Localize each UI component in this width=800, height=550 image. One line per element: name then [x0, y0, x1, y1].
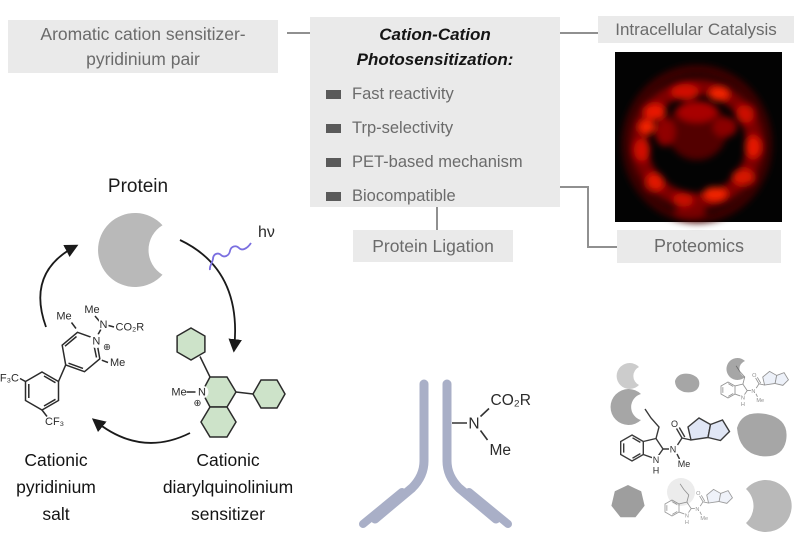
protein-blob-faint [667, 478, 695, 506]
antibody-co2r-label: CO₂R [491, 392, 531, 409]
co2r-label: CO₂R [116, 322, 145, 334]
light-chain-right [465, 488, 512, 528]
caption-line: Cationic [24, 450, 88, 470]
protein-label: Protein [107, 176, 169, 197]
cf3-label: CF₃ [45, 416, 64, 428]
bullet-label: Biocompatible [352, 186, 456, 205]
red-fluorescence-signal [622, 65, 772, 223]
protein-blob-bean-large [737, 413, 787, 457]
caption-line: Cationic [196, 450, 260, 470]
biaryl-bonds [19, 364, 67, 417]
caption-line: pyridinium [16, 477, 96, 497]
sensitizer-caption: Cationic diarylquinolinium sensitizer [134, 447, 322, 528]
fluorescence-cell-image [615, 52, 782, 223]
caption-line: salt [42, 504, 70, 524]
cycle-arrow-left [39, 244, 79, 328]
bullet-label: PET-based mechanism [352, 152, 523, 171]
hv-label: hν [258, 224, 275, 241]
me-left-label: Me [56, 311, 71, 323]
intracellular-catalysis-box: Intracellular Catalysis [598, 16, 794, 43]
antibody-me-label: Me [490, 442, 512, 459]
ring-n-label: N [92, 336, 100, 348]
heavy-chain-right [442, 379, 501, 524]
antibody-n-label: N [468, 416, 479, 433]
intracellular-catalysis-label: Intracellular Catalysis [615, 19, 777, 39]
f3c-label: F₃C [0, 373, 19, 385]
bullet-square-icon [326, 123, 341, 133]
aromatic-pair-box: Aromatic cation sensitizer- pyridinium p… [8, 20, 278, 73]
pyridinium-caption: Cationic pyridinium salt [0, 447, 112, 528]
caption-line: sensitizer [191, 504, 265, 524]
aryl-hexagon-topleft [176, 327, 206, 361]
center-title-line1: Cation-Cation [379, 25, 491, 44]
antibody-drawing: N CO₂R Me [359, 379, 531, 528]
cycle-arrow-right [179, 239, 242, 353]
handle-bonds [452, 407, 490, 441]
protein-blob [98, 213, 163, 287]
aryl-ring [24, 371, 60, 411]
proteomics-panel [610, 358, 792, 533]
pyridinium-structure: N ⊕ N Me CO₂R Me Me F₃C CF₃ [0, 304, 144, 428]
feature-bullet-list: Fast reactivity Trp-selectivity PET-base… [310, 77, 560, 213]
protein-blob-heptagon [611, 485, 645, 518]
me-top-label: Me [84, 304, 99, 316]
bullet-square-icon [326, 191, 341, 201]
protein-blob-small-light [616, 363, 639, 389]
protein-blob-bean-small [675, 373, 700, 393]
aryl-double-bonds [28, 375, 56, 407]
photon-squiggle-icon [208, 242, 252, 271]
catalytic-cycle: hν [39, 213, 275, 444]
aryl-hexagon-right [252, 379, 286, 409]
sensitizer-me-label: Me [171, 387, 186, 399]
bullet-square-icon [326, 89, 341, 99]
bullet-row: Biocompatible [310, 179, 560, 213]
photosensitization-box: Cation-Cation Photosensitization: Fast r… [310, 17, 560, 207]
bullet-label: Fast reactivity [352, 84, 454, 103]
protein-blob-crescent [746, 480, 792, 533]
bullet-square-icon [326, 157, 341, 167]
connector-lines [287, 32, 617, 248]
bullet-row: Trp-selectivity [310, 111, 560, 145]
me-right-label: Me [110, 357, 125, 369]
sensitizer-structure: N Me ⊕ [171, 327, 286, 438]
bullet-label: Trp-selectivity [352, 118, 454, 137]
plus-charge-icon: ⊕ [103, 342, 111, 353]
light-chain-left [359, 488, 406, 528]
n-label-halo [89, 334, 104, 348]
cycle-arrow-bottom [91, 418, 191, 444]
plus-charge-icon: ⊕ [194, 398, 202, 409]
center-title-line2: Photosensitization: [356, 50, 514, 69]
protein-blob-topright [726, 358, 745, 381]
protein-ligation-label: Protein Ligation [372, 235, 494, 256]
quinolinium-ring-bottom [200, 406, 237, 438]
heavy-chain-left [370, 379, 429, 524]
n-label-halo [195, 385, 209, 399]
connector-proteomics [560, 186, 617, 248]
aromatic-pair-line1: Aromatic cation sensitizer- [40, 23, 246, 44]
pyridinium-substituent-bonds [70, 315, 115, 364]
bullet-row: PET-based mechanism [310, 145, 560, 179]
protein-ligation-box: Protein Ligation [353, 230, 513, 262]
sensitizer-n-label: N [198, 387, 206, 399]
protein-blob-attached [610, 389, 641, 426]
sensitizer-bonds [186, 356, 254, 395]
bullet-row: Fast reactivity [310, 77, 560, 111]
aromatic-pair-line2: pyridinium pair [86, 48, 200, 69]
caption-line: diarylquinolinium [162, 477, 294, 497]
proteomics-box: Proteomics [617, 230, 781, 263]
proteomics-label: Proteomics [653, 236, 745, 256]
exo-n-label: N [100, 319, 108, 331]
